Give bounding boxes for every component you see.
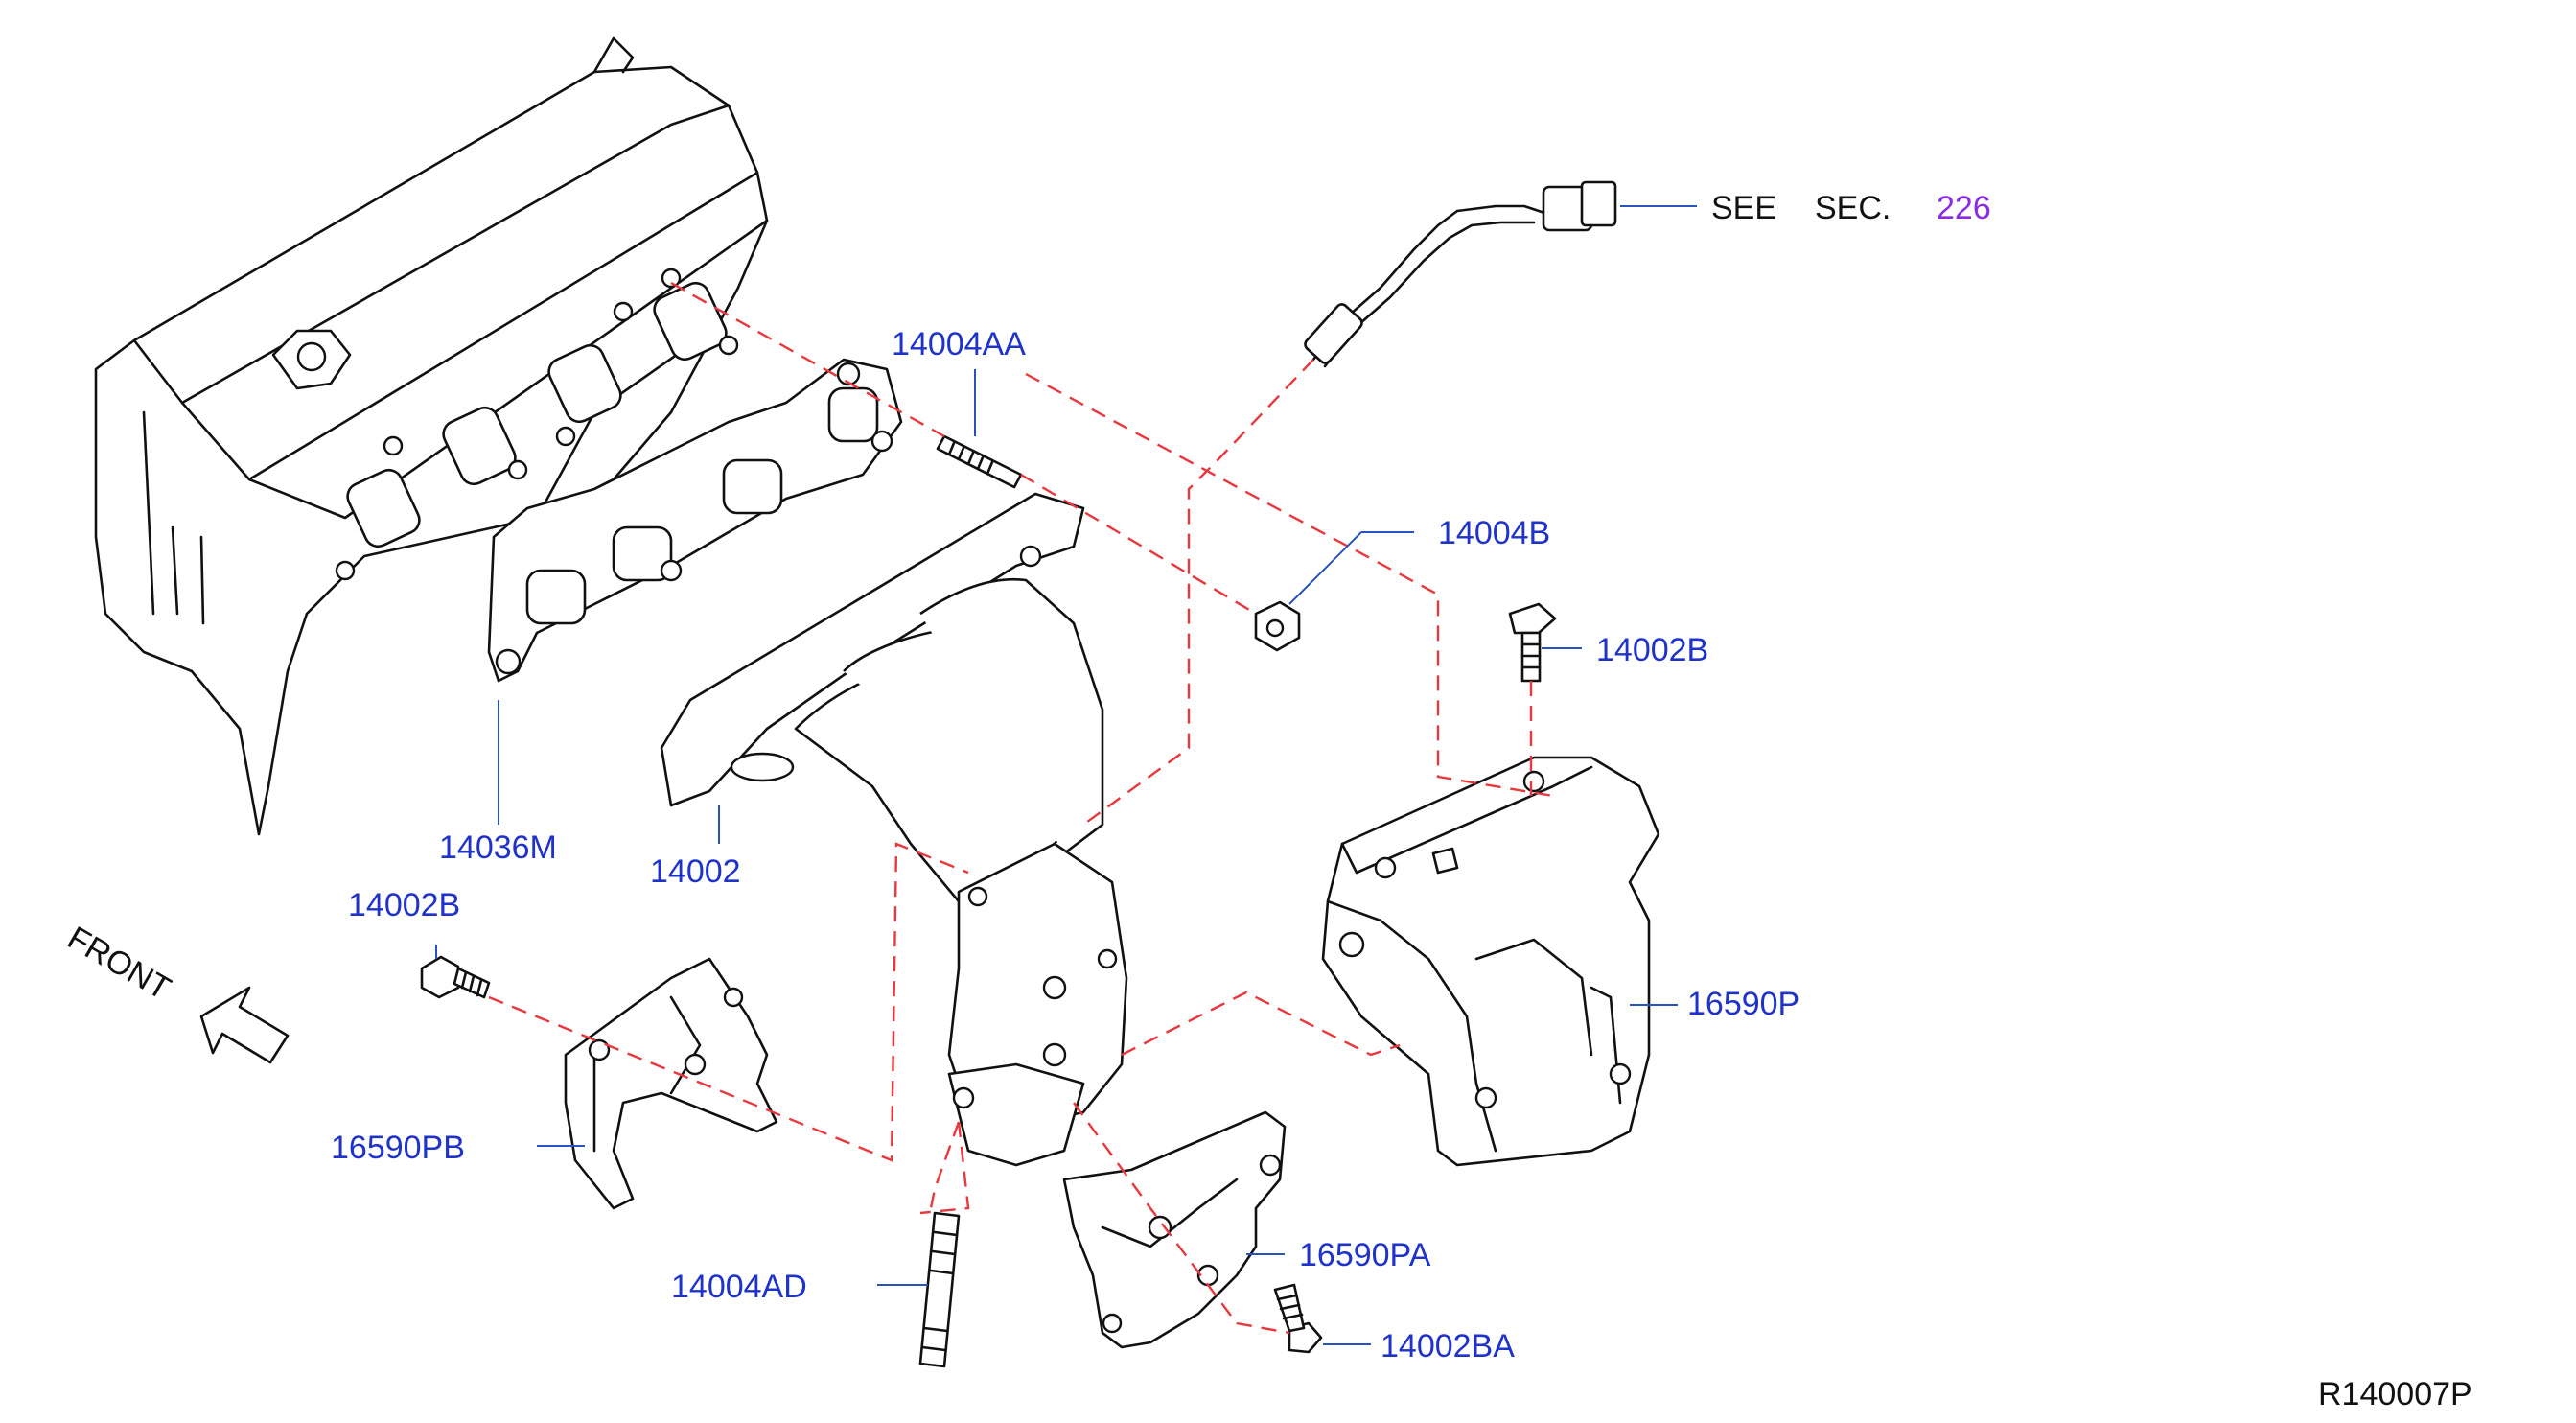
heat-shield-16590p-drawing [1321, 756, 1660, 1167]
oxygen-sensor-drawing [1304, 180, 1617, 368]
nut-14004b-drawing [1254, 600, 1301, 652]
manifold-gasket-drawing [487, 358, 903, 683]
reference-code: R140007P [2318, 1376, 2472, 1412]
callout-14002b-left[interactable]: 14002B [348, 887, 460, 923]
heat-shield-16590pa-drawing [1062, 1110, 1287, 1349]
sec-text: SEC. [1815, 190, 1891, 226]
callout-16590p[interactable]: 16590P [1687, 986, 1799, 1022]
cylinder-head-drawing [94, 36, 769, 836]
front-arrow-icon [199, 986, 290, 1064]
bolt-14002b-left-drawing [420, 955, 491, 999]
callout-14002[interactable]: 14002 [650, 853, 741, 890]
stud-14004aa-drawing [936, 434, 1023, 489]
exhaust-manifold-drawing [660, 492, 1128, 1167]
see-text: SEE [1711, 190, 1776, 226]
assembly-dashed-lines [488, 281, 1554, 1335]
front-label: FRONT [61, 920, 176, 1007]
callout-14004b[interactable]: 14004B [1438, 515, 1550, 551]
callout-14036m[interactable]: 14036M [439, 829, 557, 866]
callout-14004ad[interactable]: 14004AD [671, 1269, 807, 1305]
section-226-link[interactable]: 226 [1937, 190, 1991, 226]
callout-16590pa[interactable]: 16590PA [1299, 1237, 1431, 1273]
callout-14002b-top[interactable]: 14002B [1596, 632, 1708, 668]
bracket-16590pb-drawing [564, 957, 778, 1210]
stud-14004ad-drawing [918, 1211, 961, 1368]
callout-14002ba[interactable]: 14002BA [1381, 1328, 1515, 1365]
bolt-14002b-top-drawing [1508, 602, 1557, 683]
callout-leader-lines [435, 205, 1697, 1345]
bolt-14002ba-drawing [1273, 1283, 1323, 1354]
callout-14004aa[interactable]: 14004AA [892, 326, 1026, 362]
callout-16590pb[interactable]: 16590PB [331, 1130, 465, 1166]
